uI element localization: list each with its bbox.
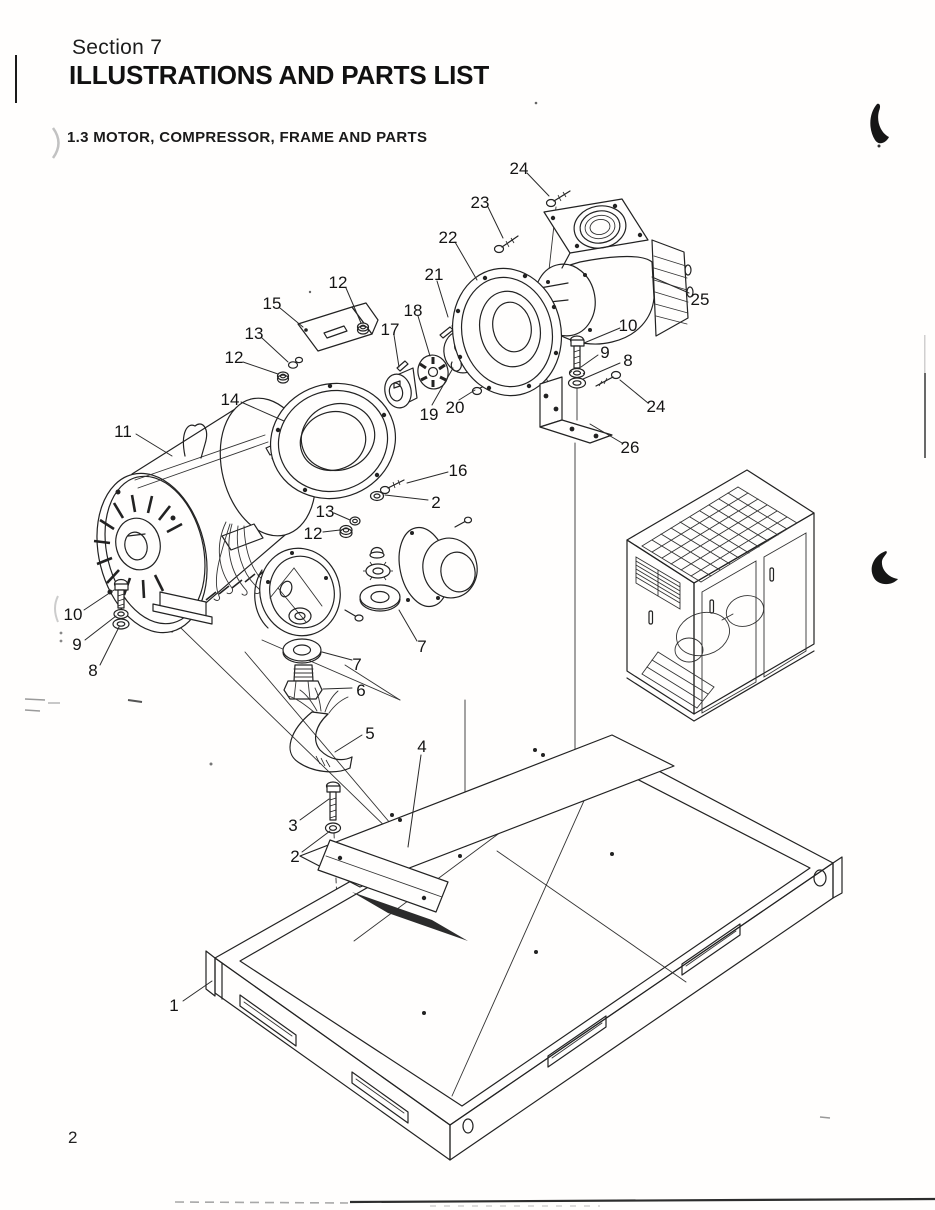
callout-label: 16 xyxy=(449,461,468,480)
callout-label: 25 xyxy=(691,290,710,309)
callout-label: 20 xyxy=(446,398,465,417)
callout-label: 4 xyxy=(417,737,426,756)
callout-label: 6 xyxy=(356,681,365,700)
top-grille xyxy=(641,486,798,583)
callout-label: 10 xyxy=(619,316,638,335)
callout-label: 18 xyxy=(404,301,423,320)
callout-label: 24 xyxy=(647,397,666,416)
callout-label: 2 xyxy=(290,847,299,866)
scan-artifacts xyxy=(15,55,935,1207)
page-title: ILLUSTRATIONS AND PARTS LIST xyxy=(69,60,490,90)
callout-label: 12 xyxy=(329,273,348,292)
callout-label: 11 xyxy=(114,422,132,441)
callout-label: 14 xyxy=(221,390,240,409)
binder-mark-top xyxy=(870,103,889,144)
adapter-ring xyxy=(269,382,397,500)
cover-screw xyxy=(454,516,473,528)
callout-label: 2 xyxy=(431,493,440,512)
washer-8-right xyxy=(567,377,587,389)
interior-machine xyxy=(641,595,765,709)
cap-nut xyxy=(369,546,385,559)
bolt-10-right xyxy=(569,335,585,369)
screw-24-top xyxy=(545,190,571,208)
bolt-10-left xyxy=(113,578,129,609)
callout-label: 10 xyxy=(64,605,83,624)
callout-label: 12 xyxy=(304,524,323,543)
callout-label: 7 xyxy=(352,655,361,674)
binder-mark-middle xyxy=(871,551,898,585)
callout-label: 3 xyxy=(288,816,297,835)
page-number: 2 xyxy=(68,1128,78,1147)
callout-label: 8 xyxy=(623,351,632,370)
screw-23 xyxy=(493,235,519,254)
mounting-plate xyxy=(299,734,675,941)
star-washer xyxy=(363,561,393,581)
callout-label: 12 xyxy=(225,348,244,367)
callout-label: 9 xyxy=(72,635,81,654)
adapter-plate xyxy=(451,267,563,397)
callout-label: 22 xyxy=(439,228,458,247)
shaft-key xyxy=(396,360,409,372)
callout-label: 7 xyxy=(417,637,426,656)
grommet-lower xyxy=(282,638,322,664)
nut-13-middle xyxy=(349,516,361,526)
nut-12-top xyxy=(356,322,370,335)
vibration-pad xyxy=(352,892,468,941)
callout-label: 1 xyxy=(169,996,178,1015)
conduit-elbow xyxy=(287,687,353,773)
compressor-top-flange xyxy=(543,198,649,254)
screw-16 xyxy=(379,479,405,495)
callout-label: 15 xyxy=(263,294,282,313)
bell-end-cover xyxy=(398,516,478,608)
grommet-stack xyxy=(359,584,401,612)
callout-label: 8 xyxy=(88,661,97,680)
edge-line-top-left xyxy=(15,55,17,103)
mounting-bracket-L xyxy=(539,376,613,444)
edge-streak xyxy=(924,373,926,458)
callout-leaders xyxy=(83,172,690,1002)
section-label: Section 7 xyxy=(72,36,163,59)
coupling-hub-motor xyxy=(384,360,418,409)
nut-12-middle xyxy=(339,524,353,539)
compressor-head xyxy=(651,239,694,337)
faint-paren-mark xyxy=(51,127,60,159)
bottom-scan-streak-light xyxy=(174,1201,349,1204)
conduit-fitting xyxy=(283,664,323,700)
screw-24-right xyxy=(595,370,622,387)
coupling-spider xyxy=(417,354,449,390)
conduit-wires xyxy=(287,687,349,714)
lock-washer-9-left xyxy=(113,608,129,620)
callout-label: 19 xyxy=(420,405,439,424)
lock-washer-9-right xyxy=(568,367,586,379)
compressor xyxy=(534,198,694,345)
bolt-3-and-washer-2 xyxy=(324,781,342,834)
junction-box xyxy=(254,547,364,637)
callout-label: 26 xyxy=(621,438,640,457)
cabinet-reference-view xyxy=(626,469,815,722)
cup-screw xyxy=(344,609,364,622)
wire-clamp xyxy=(221,523,264,551)
subsection-title: 1.3 MOTOR, COMPRESSOR, FRAME AND PARTS xyxy=(67,129,428,146)
washer-2-middle xyxy=(369,490,385,502)
callout-label: 21 xyxy=(425,265,444,284)
bottom-scan-streak xyxy=(349,1197,935,1204)
callout-label: 17 xyxy=(381,320,400,339)
callout-label: 9 xyxy=(600,343,609,362)
callout-label: 13 xyxy=(245,324,264,343)
slotted-bracket xyxy=(297,302,379,352)
nuts-13-12-upper xyxy=(276,356,304,384)
lifting-eye xyxy=(182,423,208,459)
callout-label: 23 xyxy=(471,193,490,212)
callout-label: 13 xyxy=(316,502,335,521)
threaded-port xyxy=(573,205,627,249)
washer-8-left xyxy=(112,618,130,630)
callout-label: 24 xyxy=(510,159,529,178)
callout-label: 5 xyxy=(365,724,374,743)
louver-vent xyxy=(635,556,681,610)
callout-labels: 24 23 22 21 18 17 12 15 13 12 14 19 20 2… xyxy=(64,159,710,1015)
